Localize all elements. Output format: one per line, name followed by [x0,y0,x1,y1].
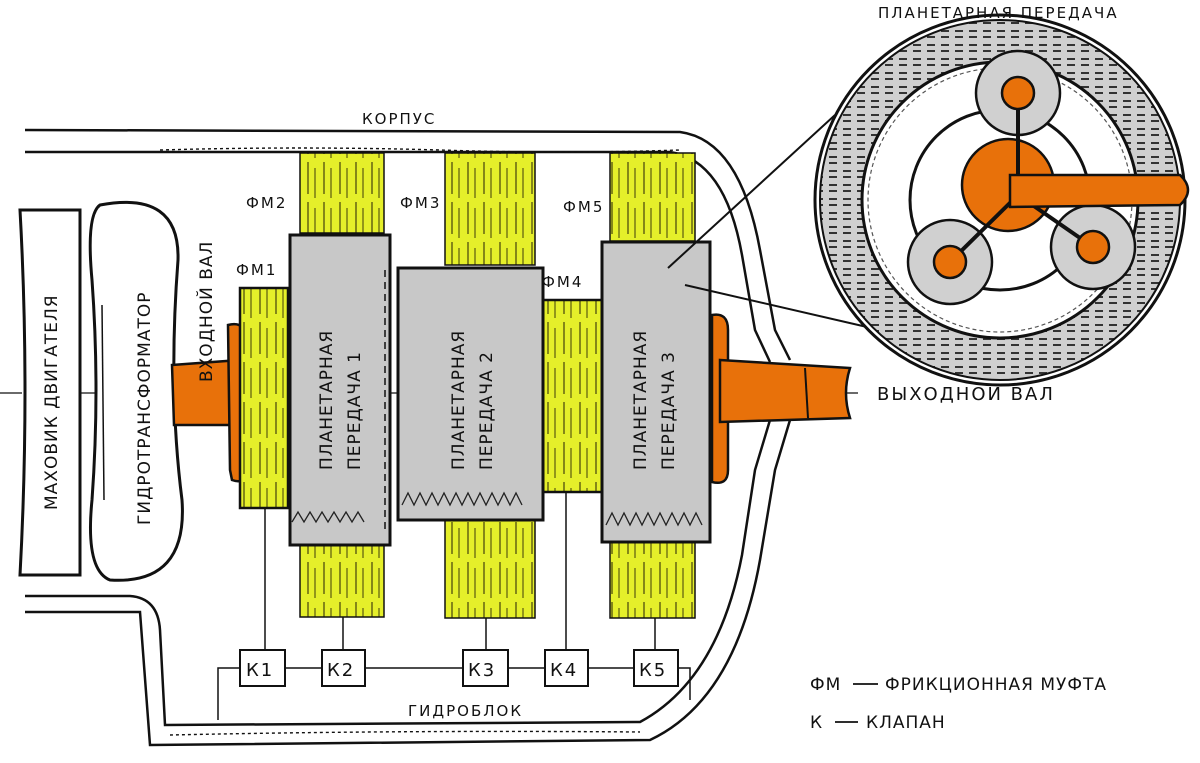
clutch-label-fm1: ФМ1 [236,261,277,279]
gear-2-line2: ПЕРЕДАЧА 2 [477,351,497,470]
clutch-fm1 [238,286,290,510]
valve-label-k2: К2 [327,660,355,681]
flywheel-label: МАХОВИК ДВИГАТЕЛЯ [42,294,62,510]
torque-converter-label: ГИДРОТРАНСФОРМАТОР [135,292,155,526]
housing-label: КОРПУС [362,110,436,128]
legend-desc-fm: ФРИКЦИОННАЯ МУФТА [885,675,1107,695]
output-shaft-label: ВЫХОДНОЙ ВАЛ [877,383,1055,405]
gear-2-line1: ПЛАНЕТАРНАЯ [449,330,469,470]
valve-k2 [321,649,366,687]
clutch-fm3 [444,152,536,619]
legend-key-k: К [810,713,823,733]
planetary-gear-detail [813,13,1190,387]
planetary-gear-2 [396,266,545,522]
clutch-fm4 [538,298,604,494]
gear-1-line2: ПЕРЕДАЧА 1 [345,351,365,470]
torque-converter [88,200,184,582]
valve-label-k3: К3 [468,660,496,681]
flywheel [18,208,82,577]
legend: ФМ ФРИКЦИОННАЯ МУФТА К КЛАПАН [810,675,1107,733]
clutch-label-fm3: ФМ3 [400,194,441,212]
gear-3-line2: ПЕРЕДАЧА 3 [659,351,679,470]
valve-k4 [544,649,589,687]
legend-key-fm: ФМ [810,675,841,695]
planetary-gear-3 [600,240,712,544]
clutch-label-fm5: ФМ5 [563,198,604,216]
input-shaft-label: ВХОДНОЙ ВАЛ [195,241,217,382]
clutch-fm2 [299,152,385,618]
valve-label-k5: К5 [639,660,667,681]
hydro-block-label: ГИДРОБЛОК [408,702,523,720]
hydraulic-lines [217,492,691,720]
gear-1-line1: ПЛАНЕТАРНАЯ [317,330,337,470]
valve-k3 [462,649,509,687]
valve-label-k1: К1 [246,660,274,681]
valve-k5 [633,649,679,687]
clutch-label-fm2: ФМ2 [246,194,287,212]
clutch-fm5 [609,152,696,619]
valve-label-k4: К4 [550,660,578,681]
output-shaft [710,313,852,484]
planetary-gear-1 [288,233,392,547]
legend-desc-k: КЛАПАН [866,713,946,733]
valve-k1 [239,649,286,687]
zoom-lines [667,114,881,331]
clutch-label-fm4: ФМ4 [542,273,583,291]
diagram-title: ПЛАНЕТАРНАЯ ПЕРЕДАЧА [878,4,1119,22]
gear-3-line1: ПЛАНЕТАРНАЯ [631,330,651,470]
